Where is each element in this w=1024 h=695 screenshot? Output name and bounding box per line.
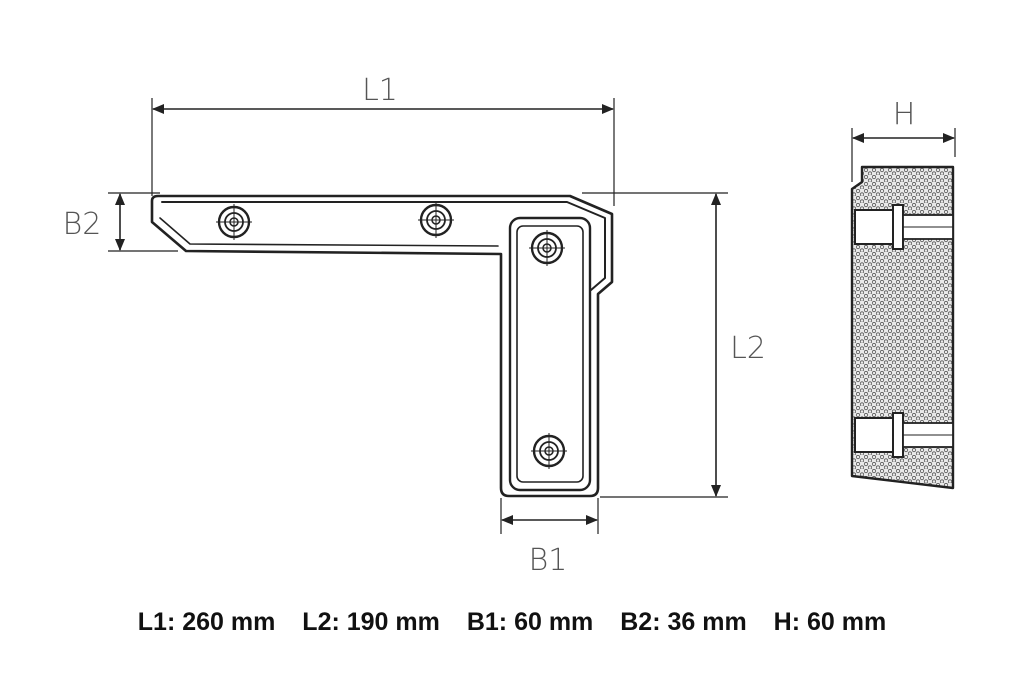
- spec-l2: L2: 190 mm: [302, 608, 440, 636]
- vertical-plate-inner: [516, 225, 584, 483]
- bracket-outer-outline: [150, 194, 614, 498]
- dimension-label-h: H: [893, 97, 916, 132]
- dimension-label-b1: B1: [529, 543, 568, 578]
- spec-b1: B1: 60 mm: [466, 608, 594, 636]
- foam-pad: [850, 165, 955, 490]
- spec-b2: B2: 36 mm: [620, 608, 747, 636]
- dimension-b2: [108, 192, 178, 252]
- dimension-h: [851, 128, 956, 182]
- screw-hole: [529, 230, 565, 266]
- bracket-side-view: [850, 165, 955, 490]
- technical-drawing: L1 B2 L2 B1: [63, 73, 956, 578]
- spec-h: H: 60 mm: [773, 608, 887, 636]
- vertical-plate-outer: [508, 216, 592, 492]
- side-screw-lower: [892, 412, 954, 458]
- side-insert-lower: [854, 417, 898, 453]
- side-screw-upper: [892, 204, 954, 250]
- dimension-label-l2: L2: [730, 331, 766, 366]
- screw-hole: [216, 204, 252, 240]
- specification-line: L1: 260 mm L2: 190 mm B1: 60 mm B2: 36 m…: [0, 608, 1024, 637]
- dimension-label-l1: L1: [362, 73, 398, 108]
- screw-hole: [531, 433, 567, 469]
- dimension-label-b2: B2: [63, 207, 102, 242]
- dimension-l1: [151, 98, 615, 206]
- bracket-arm-bevel: [159, 217, 499, 247]
- dimension-l2: [582, 192, 728, 498]
- bracket-inner-outline: [161, 201, 606, 291]
- side-insert-upper: [854, 209, 898, 245]
- screw-hole: [418, 202, 454, 238]
- spec-l1: L1: 260 mm: [137, 608, 276, 636]
- dimension-b1: [500, 498, 599, 534]
- bracket-front-view: [150, 194, 614, 498]
